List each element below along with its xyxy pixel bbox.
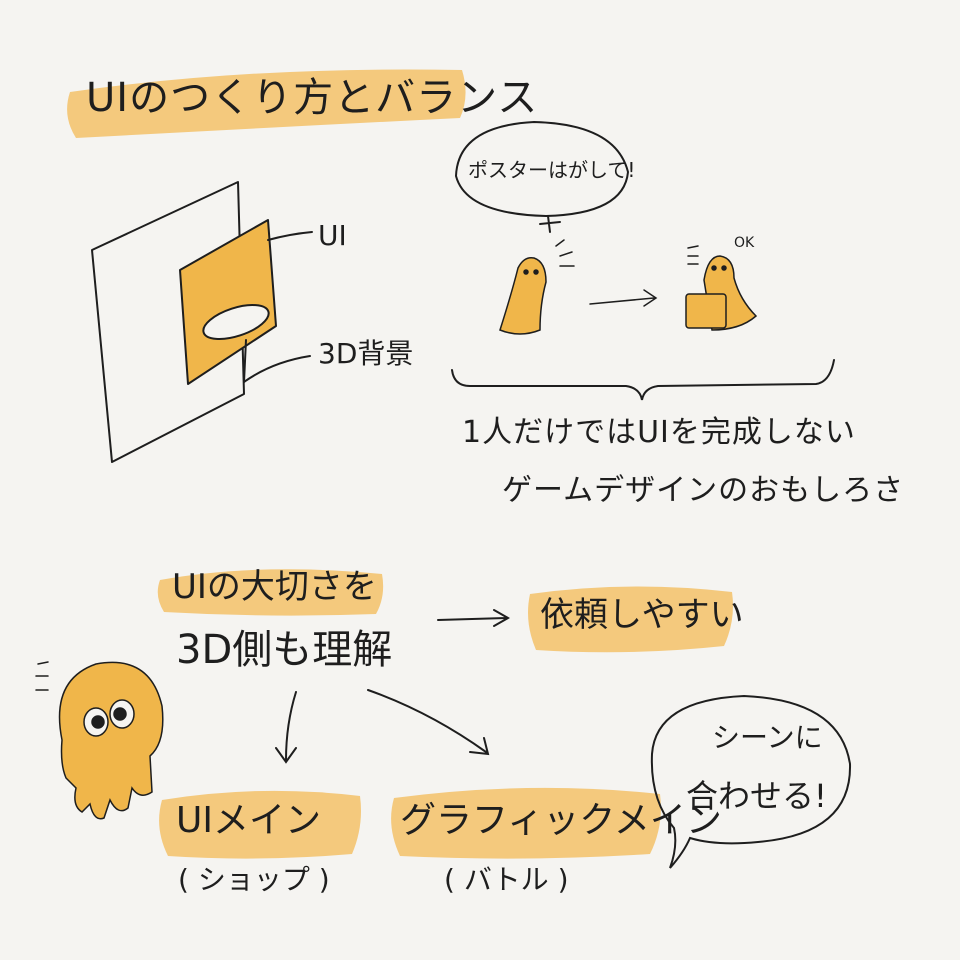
- page-title: UIのつくり方とバランス: [86, 75, 539, 121]
- arrow-to-ui-main: [275, 691, 297, 764]
- squid-character: [35, 661, 164, 820]
- scene-bubble-line-1: シーンに: [712, 721, 823, 754]
- characters-top: [499, 239, 758, 335]
- brace: [451, 359, 835, 401]
- caption-line-1: 1人だけではUIを完成しない: [462, 415, 856, 450]
- graphic-main-highlight: [391, 787, 661, 859]
- character-left: [499, 256, 547, 335]
- scene-bubble-line-2: 合わせる!: [686, 777, 827, 815]
- graphic-main-text: グラフィックメイン: [400, 800, 722, 841]
- arrows-middle: [275, 609, 511, 764]
- caption-line-2: ゲームデザインのおもしろさ: [502, 473, 905, 508]
- ok-label: OK: [734, 235, 755, 251]
- ui-label: UI: [318, 219, 347, 252]
- laptop: [685, 293, 727, 329]
- importance-line-1: UIの大切さを: [172, 567, 377, 607]
- 3d-background-label: 3D背景: [318, 337, 414, 370]
- 3d-pointer-line: [243, 339, 311, 383]
- ui-main-highlight: [159, 790, 361, 859]
- ui-main-text: UIメイン: [176, 800, 321, 841]
- highlight-strokes: [67, 69, 733, 859]
- poster-bubble: [454, 120, 630, 233]
- 3d-background-panel: [91, 181, 245, 463]
- arrow-to-graphic-main: [367, 689, 490, 756]
- ui-panel-hole: [202, 304, 270, 340]
- ui-panel: [179, 219, 277, 385]
- poster-bubble-text: ポスターはがして!: [468, 158, 636, 182]
- importance-highlight: [157, 569, 384, 616]
- easy-highlight: [528, 586, 733, 653]
- scene-bubble: [650, 694, 852, 869]
- importance-line-2: 3D側も理解: [176, 627, 393, 673]
- shop-text: ( ショップ ): [178, 863, 330, 896]
- arrow-top: [589, 289, 658, 307]
- easy-request-text: 依頼しやすい: [540, 595, 744, 635]
- panel-diagram: [91, 181, 313, 463]
- battle-text: ( バトル ): [444, 863, 569, 896]
- ui-pointer-line: [267, 231, 313, 241]
- arrow-to-easy: [437, 609, 511, 627]
- title-highlight: [67, 69, 466, 138]
